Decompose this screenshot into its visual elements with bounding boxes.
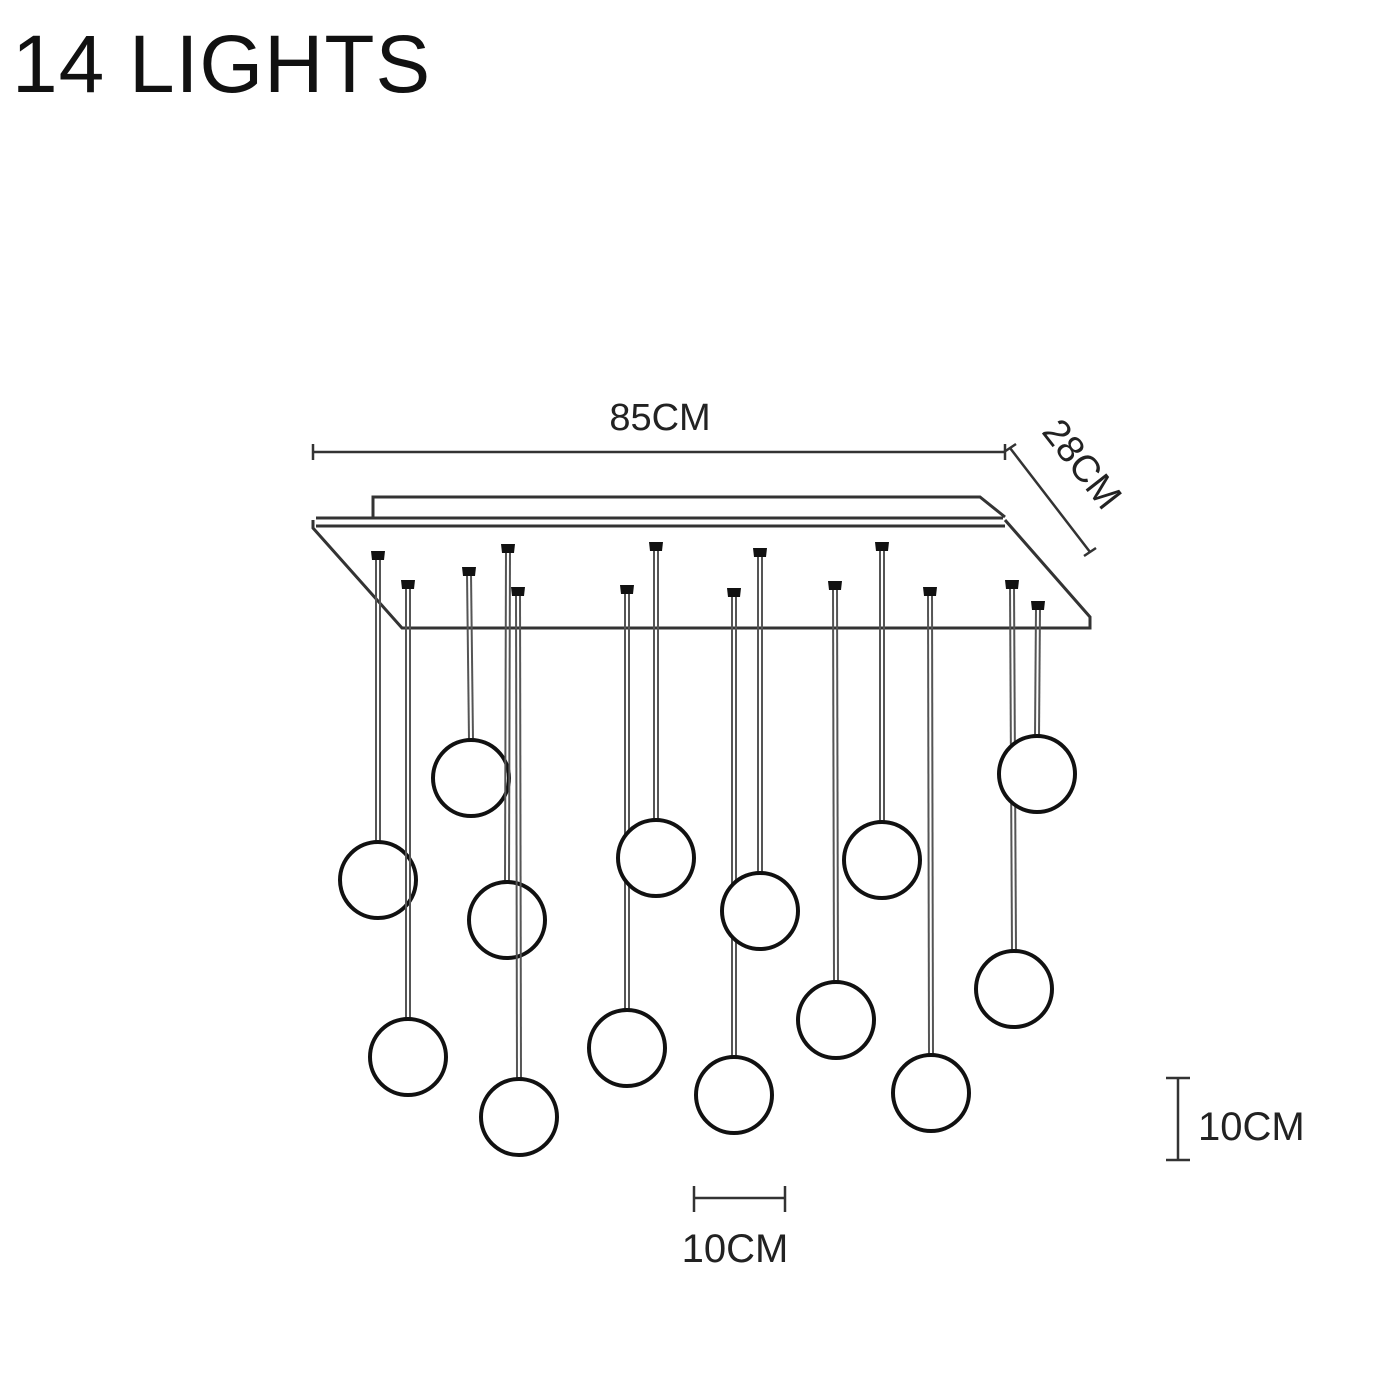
- cord: [832, 586, 835, 983]
- pendant-light: [338, 551, 418, 920]
- cord-cap: [1005, 580, 1019, 589]
- globe-shade: [720, 871, 800, 951]
- globe-shade: [467, 880, 547, 960]
- cord-cap: [401, 580, 415, 589]
- pendant-light: [842, 542, 922, 900]
- cord: [1034, 606, 1037, 737]
- globe-shade: [974, 949, 1054, 1029]
- cord-cap: [462, 567, 476, 576]
- cord: [927, 592, 930, 1056]
- globe-shade: [694, 1055, 774, 1135]
- pendant-light: [467, 544, 547, 960]
- pendant-light: [720, 548, 800, 951]
- cord: [931, 592, 934, 1056]
- globe-shade: [891, 1053, 971, 1133]
- cord-cap: [753, 548, 767, 557]
- globe-shade: [842, 820, 922, 900]
- cord: [504, 549, 507, 883]
- cord: [470, 572, 474, 741]
- cord: [836, 586, 839, 983]
- cord-cap: [620, 585, 634, 594]
- length-dimension: [311, 444, 1007, 460]
- pendant-light: [368, 580, 448, 1097]
- globe-shade: [338, 840, 418, 920]
- globe-width-dimension: [692, 1186, 787, 1212]
- pendant-lights: [338, 542, 1077, 1157]
- cord-cap: [727, 588, 741, 597]
- cord-cap: [828, 581, 842, 590]
- cord: [1038, 606, 1041, 737]
- cord: [508, 549, 511, 883]
- pendant-light: [431, 567, 511, 818]
- globe-shade: [997, 734, 1077, 814]
- globe-height-dimension: [1166, 1076, 1190, 1162]
- pendant-light: [891, 587, 971, 1133]
- globe-shade: [796, 980, 876, 1060]
- cord-cap: [649, 542, 663, 551]
- pendant-light: [479, 587, 559, 1157]
- cord: [466, 572, 470, 741]
- globe-shade: [616, 818, 696, 898]
- depth-label: 28CM: [1034, 412, 1130, 518]
- globe-shade: [368, 1017, 448, 1097]
- cord-cap: [371, 551, 385, 560]
- globe-height-label: 10CM: [1198, 1105, 1305, 1149]
- cord-cap: [511, 587, 525, 596]
- pendant-light: [616, 542, 696, 898]
- pendant-light: [694, 588, 774, 1135]
- globe-shade: [431, 738, 511, 818]
- canopy-plate: [311, 495, 1092, 630]
- cord-cap: [501, 544, 515, 553]
- cord-cap: [923, 587, 937, 596]
- pendant-light: [997, 601, 1077, 814]
- page-title: 14 LIGHTS: [12, 19, 432, 110]
- pendant-light: [796, 581, 876, 1060]
- globe-shade: [479, 1077, 559, 1157]
- length-label: 85CM: [609, 397, 710, 439]
- globe-width-label: 10CM: [682, 1227, 789, 1271]
- pendant-light: [587, 585, 667, 1088]
- depth-dimension: [1003, 442, 1097, 558]
- cord-cap: [875, 542, 889, 551]
- cord-cap: [1031, 601, 1045, 610]
- cord: [519, 592, 522, 1080]
- globe-shade: [587, 1008, 667, 1088]
- cord: [515, 592, 518, 1080]
